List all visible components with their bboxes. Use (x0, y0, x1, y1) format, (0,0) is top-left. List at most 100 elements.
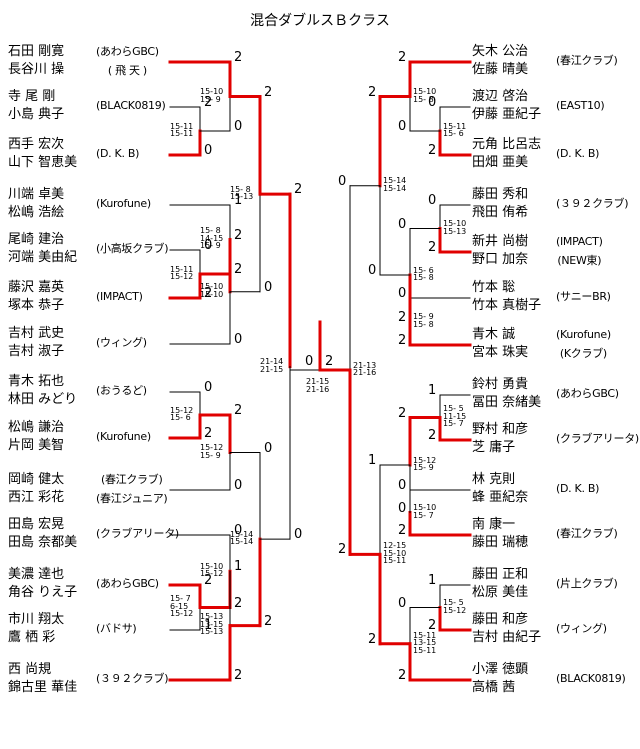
game-score: 2 (428, 240, 437, 255)
player-name: 南 康一 (472, 517, 516, 532)
set-score: 15- 7 (413, 510, 434, 520)
set-score: 15-10 (443, 219, 467, 228)
game-score: 0 (398, 286, 407, 301)
game-score: 2 (398, 50, 407, 65)
set-score: 15- 6 (170, 413, 191, 422)
player-name: 野村 和彦 (472, 422, 529, 437)
set-score: 15- 6 (443, 129, 464, 138)
pair-names: 野村 和彦芝 庸子 (472, 423, 528, 455)
player-name: 芝 庸子 (472, 440, 516, 455)
player-name: 青木 拓也 (8, 374, 65, 389)
pair-names: 美濃 達也角谷 りえ子 (8, 568, 77, 600)
set-score: 11-15 (443, 411, 467, 421)
pair-names: 川端 卓美松嶋 浩絵 (8, 188, 64, 220)
game-score: 0 (398, 216, 407, 232)
game-score: 2 (234, 403, 243, 418)
club-label: (３９２クラブ) (556, 197, 629, 210)
game-score: 2 (234, 262, 243, 277)
game-score: 2 (234, 50, 243, 65)
club-name: (小高坂クラブ) (96, 243, 168, 255)
game-score: 1 (428, 383, 437, 398)
pair-names: 青木 拓也林田 みどり (8, 375, 77, 407)
game-score: 2 (294, 182, 303, 198)
club-label: (春江クラブ) (556, 54, 618, 67)
set-score: 15-10 (383, 548, 407, 558)
game-score: 2 (204, 426, 213, 441)
club-name: (IMPACT)(NEW東) (556, 236, 603, 267)
pair-names: 藤田 和彦吉村 由紀子 (472, 613, 541, 645)
pair-names: 渡辺 啓治伊藤 亜紀子 (472, 90, 541, 122)
player-name: 岡崎 健太 (8, 472, 65, 487)
set-score: 15- 7 (443, 419, 464, 429)
player-name: 西手 宏次 (8, 137, 65, 152)
pair-names: 矢木 公治佐藤 晴美 (472, 45, 528, 77)
set-score: 15- 6 (413, 265, 434, 275)
club-label: (あわらGBC) (556, 387, 619, 400)
game-score: 1 (428, 573, 437, 588)
club-name: (Kurofune)(Kクラブ) (556, 329, 611, 360)
club-label: (ウィング) (556, 622, 607, 635)
club-label: ( 飛 天 ) (107, 64, 147, 77)
game-score: 0 (234, 332, 243, 347)
pair-names: 新井 尚樹野口 加奈 (472, 235, 528, 267)
club-label: (春江クラブ) (556, 527, 618, 540)
game-score: 2 (204, 95, 213, 110)
pair-names: 市川 翔太鷹 栖 彩 (8, 613, 64, 645)
set-score: 21-15 (260, 364, 284, 374)
club-label: (片上クラブ) (556, 577, 618, 590)
player-name: 佐藤 晴美 (472, 62, 529, 77)
player-name: 元角 比呂志 (472, 137, 542, 152)
player-name: 小島 典子 (8, 107, 65, 122)
club-name: (あわらGBC) (556, 388, 619, 400)
game-score: 0 (428, 95, 437, 110)
club-label: (Kurofune) (96, 430, 151, 443)
game-score: 0 (264, 440, 273, 456)
club-name: (Kurofune) (96, 431, 151, 443)
game-score: 0 (234, 478, 243, 493)
club-name: (春江クラブ) (556, 54, 618, 67)
set-score: 21-16 (306, 384, 330, 394)
pair-names: 西手 宏次山下 智恵美 (8, 138, 77, 170)
player-name: 藤田 正和 (472, 567, 529, 582)
club-label: (小高坂クラブ) (96, 242, 169, 255)
player-name: 竹本 真樹子 (472, 298, 542, 313)
player-name: 矢木 公治 (472, 44, 529, 59)
club-label: (あわらGBC) (96, 577, 159, 590)
club-label: (BLACK0819) (556, 672, 626, 685)
pair-names: 藤田 秀和飛田 侑希 (472, 188, 528, 220)
set-score: 15-11 (170, 264, 194, 274)
club-label: (D. K. B) (556, 482, 600, 495)
set-score: 15- 5 (443, 598, 464, 607)
club-label: (バドサ) (96, 622, 137, 635)
pair-names: 竹本 聡竹本 真樹子 (472, 281, 541, 313)
player-name: 藤田 和彦 (472, 612, 529, 627)
game-score: 2 (368, 84, 377, 100)
player-name: 田島 宏晃 (8, 517, 65, 532)
set-score: 15-13 (200, 627, 224, 637)
set-score: 13-15 (413, 638, 437, 647)
pair-names: 尾崎 建治河端 美由紀 (8, 233, 77, 265)
set-score: 15-10 (200, 561, 224, 571)
set-score: 15-13 (230, 192, 254, 202)
page-title: 混合ダブルスＢクラス (250, 13, 390, 29)
player-name: 鈴村 勇貴 (472, 377, 529, 392)
set-score: 21-16 (353, 368, 377, 378)
club-name: (IMPACT) (96, 291, 143, 303)
player-name: 高橋 茜 (472, 680, 516, 695)
game-score: 1 (234, 559, 243, 575)
player-name: 青木 誠 (472, 327, 516, 342)
player-name: 田島 奈都美 (8, 535, 78, 550)
set-score: 15- 5 (443, 404, 464, 414)
set-score: 6-15 (170, 601, 189, 611)
player-name: 冨田 奈緒美 (472, 395, 542, 410)
